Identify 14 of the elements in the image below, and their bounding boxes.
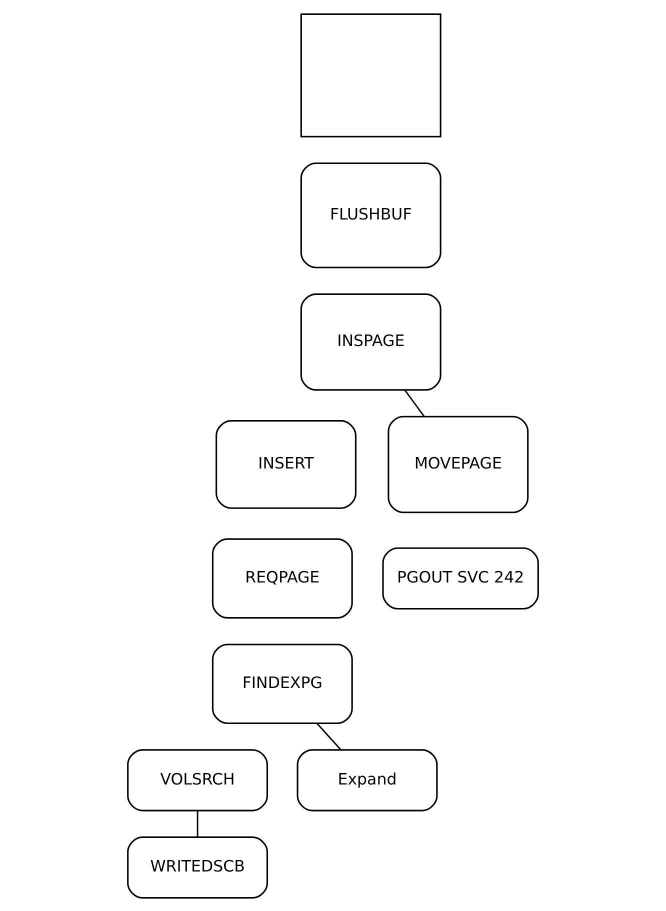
node-box: WRITEDSCB bbox=[127, 836, 268, 898]
node-box: REQPAGE bbox=[212, 538, 353, 618]
connector bbox=[196, 810, 198, 836]
node-box: INSPAGE bbox=[300, 292, 442, 390]
node-box: PGOUT SVC 242 bbox=[382, 546, 539, 610]
node-box: Expand bbox=[296, 748, 438, 811]
node-box: FINDEXPG bbox=[212, 643, 353, 724]
node-box: INSERT bbox=[216, 420, 357, 508]
node-box: MOVEPAGE bbox=[388, 415, 529, 513]
node-box: VOLSRCH bbox=[127, 748, 268, 811]
node-box: FLUSHBUF bbox=[300, 162, 442, 268]
connector bbox=[404, 389, 425, 416]
connector bbox=[316, 722, 342, 750]
node-box bbox=[300, 12, 442, 137]
